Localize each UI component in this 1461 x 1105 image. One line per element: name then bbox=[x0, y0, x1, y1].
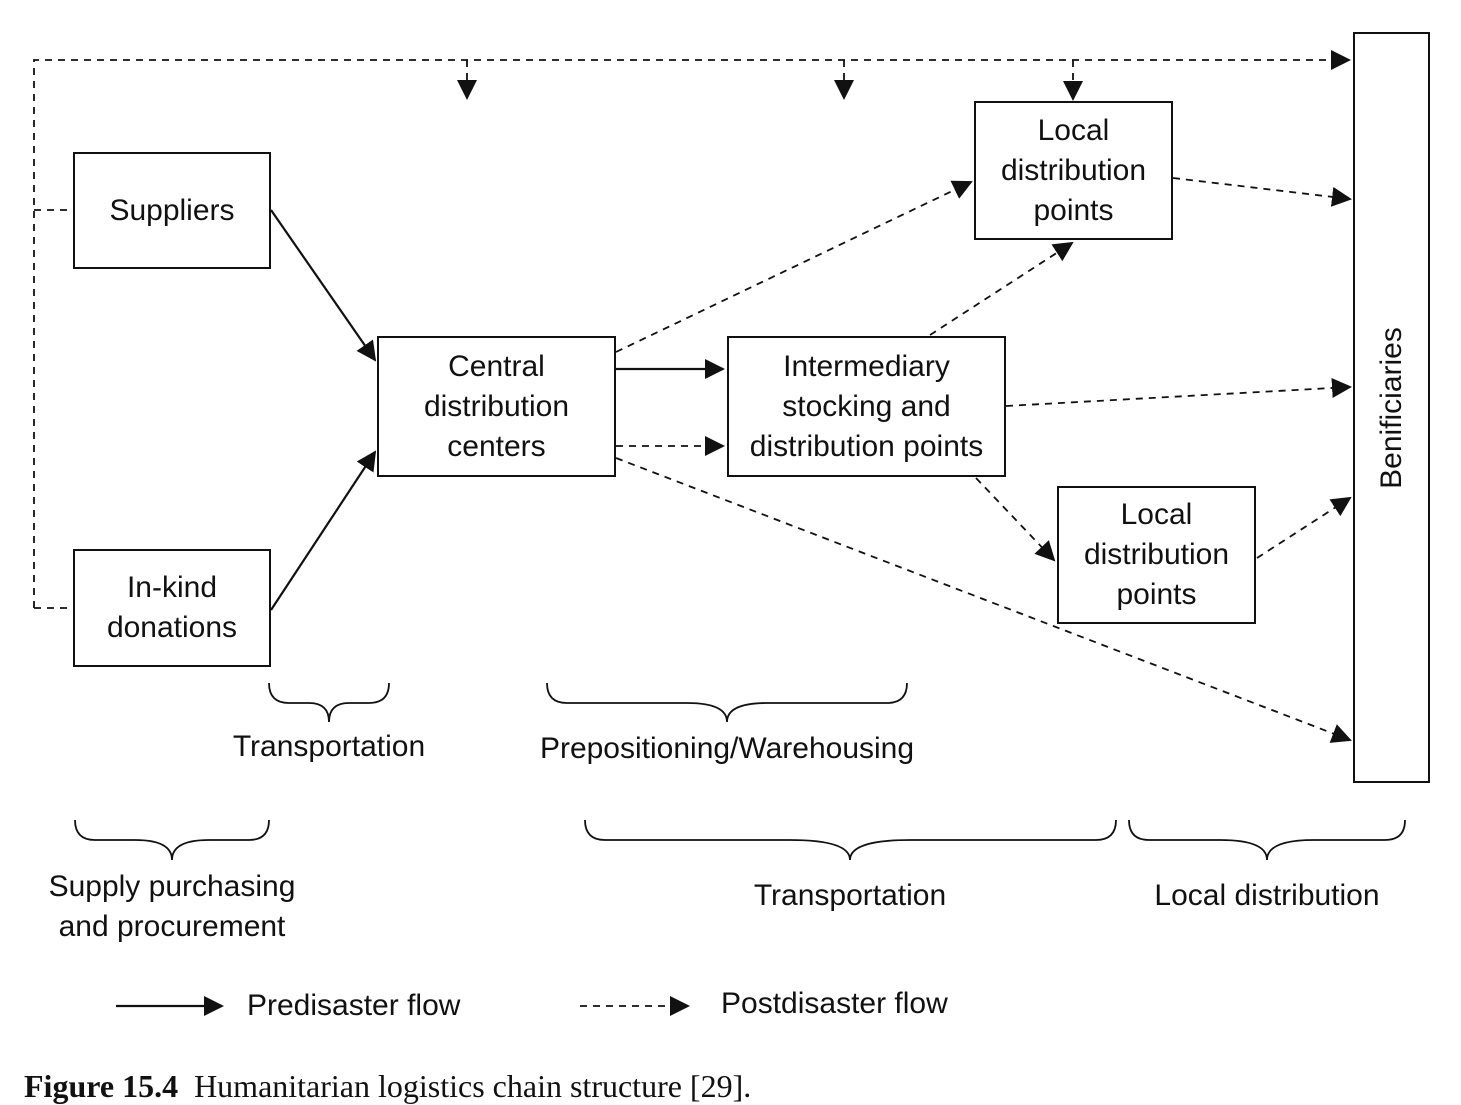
figure-caption-text: Humanitarian logistics chain structure [… bbox=[194, 1068, 752, 1104]
postdisaster-intermediary-to-local-bottom bbox=[975, 477, 1056, 562]
beneficiaries-box: Benificiaries bbox=[1353, 32, 1430, 783]
phase-local-distribution: Local distribution bbox=[1154, 879, 1380, 912]
phase-supply-purchasing: Supply purchasing and procurement bbox=[48, 870, 296, 943]
postdisaster-local-bottom-to-beneficiaries bbox=[1256, 496, 1352, 559]
postdisaster-local-top-to-beneficiaries bbox=[1172, 177, 1352, 207]
phase-transportation-2: Transportation bbox=[753, 879, 947, 912]
postdisaster-top-line bbox=[33, 50, 1351, 608]
suppliers-label: Suppliers bbox=[109, 193, 235, 227]
postdisaster-intermediary-to-beneficiaries bbox=[1005, 378, 1352, 407]
brace-local-distribution bbox=[1128, 819, 1406, 861]
brace-supply bbox=[74, 819, 270, 861]
phase-transportation-1: Transportation bbox=[232, 730, 426, 763]
legend-postdisaster-label: Postdisaster flow bbox=[721, 987, 948, 1020]
brace-prepositioning bbox=[546, 682, 908, 723]
local-distribution-points-top-label: Local distribution points bbox=[1000, 113, 1147, 227]
predisaster-suppliers-to-central bbox=[270, 209, 377, 362]
in-kind-donations-box: In-kind donations bbox=[73, 549, 271, 667]
legend-predisaster-label: Predisaster flow bbox=[247, 989, 461, 1022]
beneficiaries-label: Benificiaries bbox=[1374, 326, 1408, 489]
suppliers-box: Suppliers bbox=[73, 152, 271, 269]
postdisaster-central-to-local-top bbox=[615, 180, 973, 353]
postdisaster-intermediary-to-local-top bbox=[929, 241, 1074, 336]
figure-caption: Figure 15.4 Humanitarian logistics chain… bbox=[24, 1068, 751, 1105]
figure-caption-number: Figure 15.4 bbox=[24, 1068, 179, 1104]
local-distribution-points-bottom-box: Local distribution points bbox=[1057, 486, 1256, 624]
in-kind-donations-label: In-kind donations bbox=[106, 571, 238, 644]
intermediary-points-label: Intermediary stocking and distribution p… bbox=[749, 349, 984, 463]
local-distribution-points-top-box: Local distribution points bbox=[974, 101, 1173, 240]
postdisaster-central-to-beneficiaries bbox=[615, 457, 1352, 743]
brace-transportation-1 bbox=[268, 682, 390, 723]
central-distribution-centers-box: Central distribution centers bbox=[377, 336, 616, 477]
predisaster-donations-to-central bbox=[270, 450, 377, 611]
phase-prepositioning-warehousing: Prepositioning/Warehousing bbox=[539, 732, 915, 765]
intermediary-points-box: Intermediary stocking and distribution p… bbox=[727, 336, 1006, 477]
central-distribution-centers-label: Central distribution centers bbox=[423, 349, 570, 463]
local-distribution-points-bottom-label: Local distribution points bbox=[1083, 498, 1230, 611]
brace-transportation-2 bbox=[584, 819, 1117, 861]
